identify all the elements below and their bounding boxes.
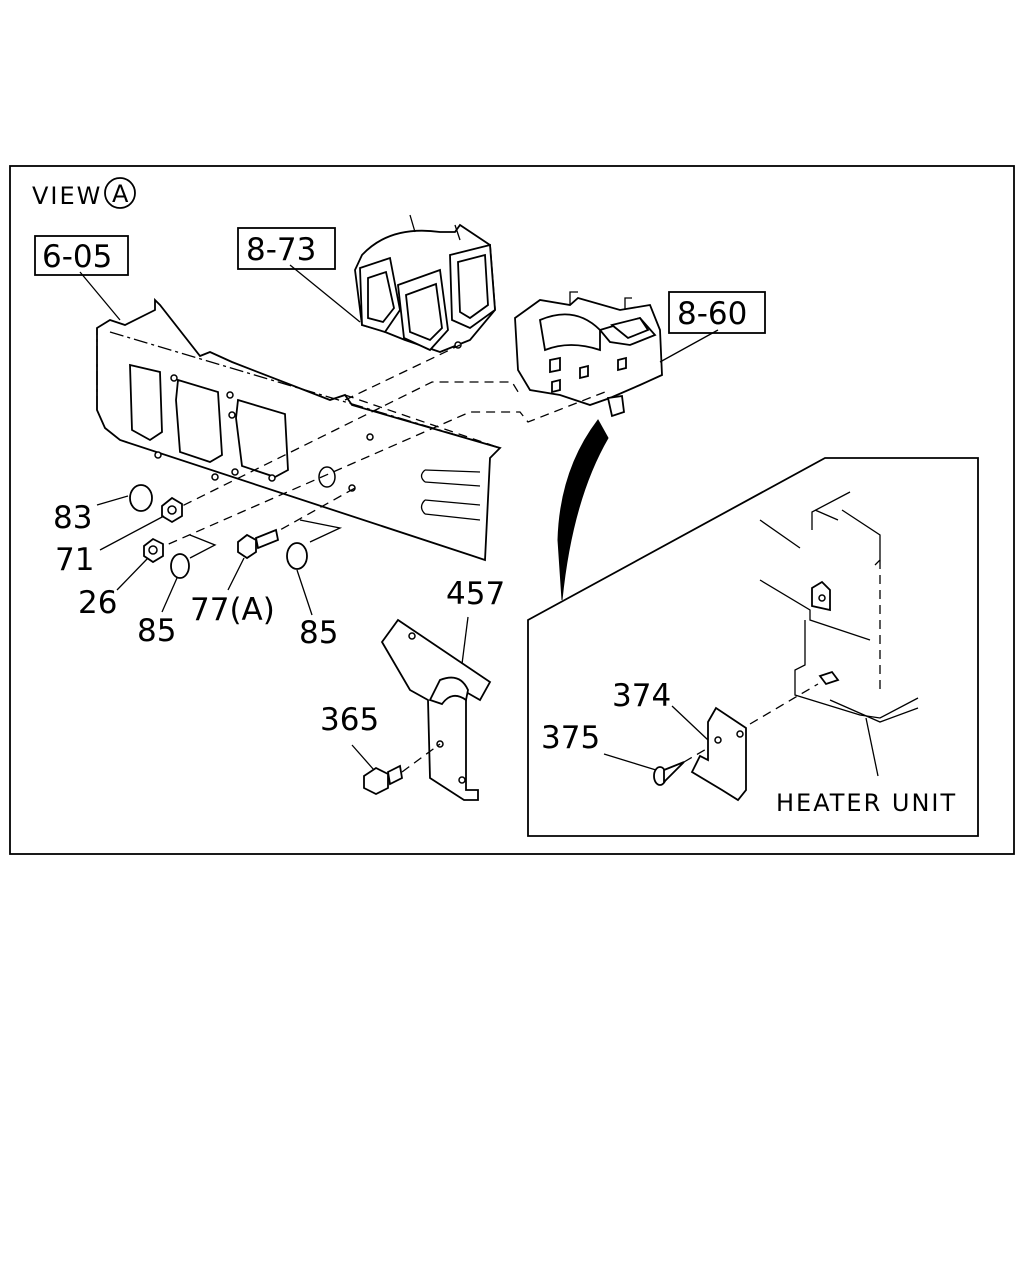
ref-605[interactable]: 6-05 <box>42 239 112 275</box>
callout-374[interactable]: 374 <box>612 678 671 714</box>
callout-71[interactable]: 71 <box>55 542 94 578</box>
inset-heater-detail <box>759 491 919 723</box>
inset-pointer <box>557 419 609 601</box>
callout-457[interactable]: 457 <box>446 576 505 612</box>
view-letter-circle <box>104 177 136 209</box>
ref-box-605 <box>34 235 129 276</box>
callout-83[interactable]: 83 <box>53 500 92 536</box>
ref-860[interactable]: 8-60 <box>677 296 747 332</box>
callout-85-right[interactable]: 85 <box>299 615 338 651</box>
ref-873[interactable]: 8-73 <box>246 232 316 268</box>
callout-77a[interactable]: 77(A) <box>190 592 275 628</box>
heater-unit-label: HEATER UNIT <box>776 789 957 817</box>
ring-83 <box>129 484 153 512</box>
screw-375 <box>653 761 685 786</box>
bolt-365 <box>363 764 403 796</box>
nut-71 <box>161 496 183 524</box>
heater-unit <box>514 291 663 418</box>
callout-26[interactable]: 26 <box>78 585 117 621</box>
callout-365[interactable]: 365 <box>320 702 379 738</box>
callout-375[interactable]: 375 <box>541 720 600 756</box>
bracket-374 <box>690 706 747 802</box>
ring-85-right <box>286 542 308 570</box>
dash-panel <box>96 297 502 562</box>
inset-frame <box>527 457 979 837</box>
bolt-77a <box>237 528 280 560</box>
outer-frame <box>9 165 1015 855</box>
bracket-457 <box>380 618 492 801</box>
callout-85-left[interactable]: 85 <box>137 613 176 649</box>
view-letter: A <box>112 180 130 208</box>
view-label: VIEW <box>32 182 102 210</box>
ring-85-left <box>170 553 190 579</box>
nut-26 <box>143 537 164 564</box>
ref-box-873 <box>237 227 336 270</box>
blower-unit <box>354 214 496 353</box>
ref-box-860 <box>668 291 766 334</box>
